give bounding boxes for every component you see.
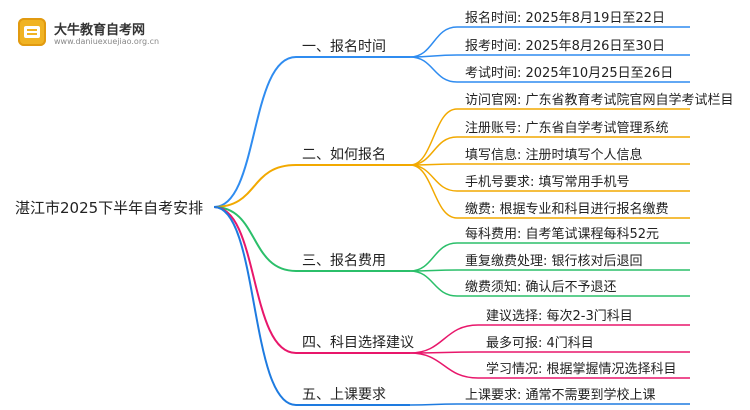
branch-connector bbox=[213, 164, 297, 208]
leaf-connector bbox=[409, 56, 458, 83]
leaf-topic: 报名时间: 2025年8月19日至22日 bbox=[465, 10, 665, 26]
leaf-topic: 最多可报: 4门科目 bbox=[486, 335, 594, 351]
leaf-topic: 缴费: 根据专业和科目进行报名缴费 bbox=[465, 201, 669, 217]
leaf-topic: 重复缴费处理: 银行核对后退回 bbox=[465, 253, 643, 269]
leaf-connector bbox=[409, 324, 479, 354]
book-icon bbox=[18, 18, 46, 46]
leaf-topic: 手机号要求: 填写常用手机号 bbox=[465, 175, 630, 190]
leaf-topic: 填写信息: 注册时填写个人信息 bbox=[465, 147, 643, 163]
leaf-topic: 缴费须知: 确认后不予退还 bbox=[465, 279, 617, 295]
leaf-topic: 学习情况: 根据掌握情况选择科目 bbox=[486, 361, 677, 377]
leaf-connector bbox=[409, 164, 458, 192]
leaf-connector bbox=[409, 108, 458, 166]
root-topic: 湛江市2025下半年自考安排 bbox=[15, 199, 203, 217]
leaf-topic: 注册账号: 广东省自学考试管理系统 bbox=[465, 120, 669, 136]
branch-connector bbox=[213, 206, 297, 406]
brand-name: 大牛教育自考网 bbox=[54, 23, 146, 38]
branch-topic: 三、报名费用 bbox=[302, 253, 386, 269]
leaf-topic: 访问官网: 广东省教育考试院官网自学考试栏目 bbox=[465, 92, 734, 108]
branch-connector bbox=[213, 206, 297, 272]
branch-topic: 一、报名时间 bbox=[302, 39, 386, 55]
leaf-topic: 考试时间: 2025年10月25日至26日 bbox=[465, 66, 673, 81]
leaf-connector bbox=[409, 242, 458, 272]
branch-topic: 五、上课要求 bbox=[302, 387, 386, 403]
branch-topic: 四、科目选择建议 bbox=[302, 335, 414, 351]
leaf-connector bbox=[409, 270, 458, 297]
leaf-topic: 每科费用: 自考笔试课程每科52元 bbox=[465, 226, 659, 242]
leaf-topic: 上课要求: 通常不需要到学校上课 bbox=[465, 387, 656, 403]
leaf-topic: 建议选择: 每次2-3门科目 bbox=[486, 308, 633, 324]
brand-logo: 大牛教育自考网 www.daniuexuejiao.org.cn bbox=[18, 16, 208, 50]
leaf-connector bbox=[409, 26, 458, 58]
leaf-connector bbox=[409, 164, 458, 219]
branch-topic: 二、如何报名 bbox=[302, 147, 386, 163]
leaf-topic: 报考时间: 2025年8月26日至30日 bbox=[465, 39, 665, 54]
brand-url: www.daniuexuejiao.org.cn bbox=[54, 37, 160, 46]
leaf-connector bbox=[409, 352, 479, 379]
branch-connector bbox=[213, 206, 297, 354]
branch-connector bbox=[213, 56, 297, 208]
leaf-connector bbox=[409, 136, 458, 166]
leaf-connector bbox=[409, 403, 458, 406]
